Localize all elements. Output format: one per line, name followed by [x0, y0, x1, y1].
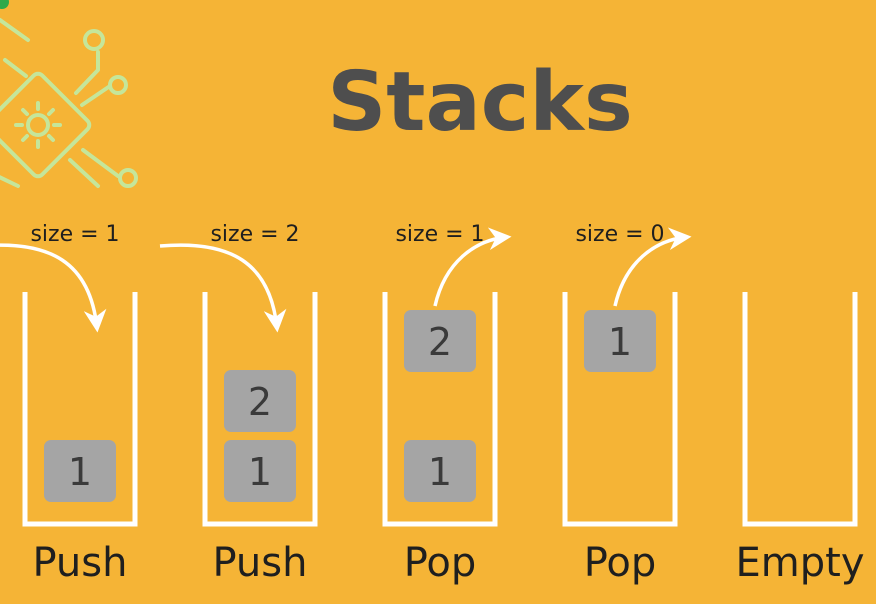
circuit-chip-icon — [0, 18, 138, 188]
stack-container — [382, 292, 498, 527]
size-label: size = 1 — [30, 222, 119, 247]
operation-label: Pop — [584, 540, 657, 586]
size-label: size = 0 — [575, 222, 664, 247]
stack-container — [22, 292, 138, 527]
stack-container — [202, 292, 318, 527]
page-title: Stacks — [327, 55, 633, 150]
stacks-group: 1 size = 1 Push 1 2 size = 2 Push 1 2 size = 1 Pop… — [0, 222, 864, 586]
stack-item: 2 — [224, 370, 296, 432]
size-label: size = 2 — [210, 222, 299, 247]
pop-arrow — [433, 227, 512, 307]
popped-item-value: 1 — [608, 320, 632, 364]
stack-4: 1 size = 0 Pop — [562, 222, 692, 586]
stack-3: 1 2 size = 1 Pop — [382, 222, 512, 586]
stack-item: 1 — [404, 440, 476, 502]
push-arrow — [0, 243, 107, 333]
operation-label: Empty — [736, 540, 865, 586]
operation-label: Push — [33, 540, 128, 586]
operation-label: Push — [213, 540, 308, 586]
stack-container — [562, 292, 678, 527]
stack-item: 1 — [224, 440, 296, 502]
stack-2: 1 2 size = 2 Push — [159, 222, 318, 586]
stack-item-box — [404, 440, 476, 502]
stack-5: Empty — [736, 292, 865, 586]
popped-item-box — [584, 310, 656, 372]
stack-item-box — [44, 440, 116, 502]
pop-arrow — [613, 227, 692, 307]
popped-item-value: 2 — [428, 320, 452, 364]
stack-item-box — [224, 440, 296, 502]
popped-item-box — [404, 310, 476, 372]
stack-1: 1 size = 1 Push — [0, 222, 138, 586]
stack-item-box — [224, 370, 296, 432]
green-dot-icon — [0, 0, 9, 9]
stack-item: 1 — [44, 440, 116, 502]
stack-item-value: 1 — [428, 450, 452, 494]
stack-container — [742, 292, 858, 527]
size-label: size = 1 — [395, 222, 484, 247]
stack-item-value: 2 — [248, 380, 272, 424]
stack-item-value: 1 — [68, 450, 92, 494]
push-arrow — [159, 243, 287, 333]
operation-label: Pop — [404, 540, 477, 586]
stack-item-value: 1 — [248, 450, 272, 494]
